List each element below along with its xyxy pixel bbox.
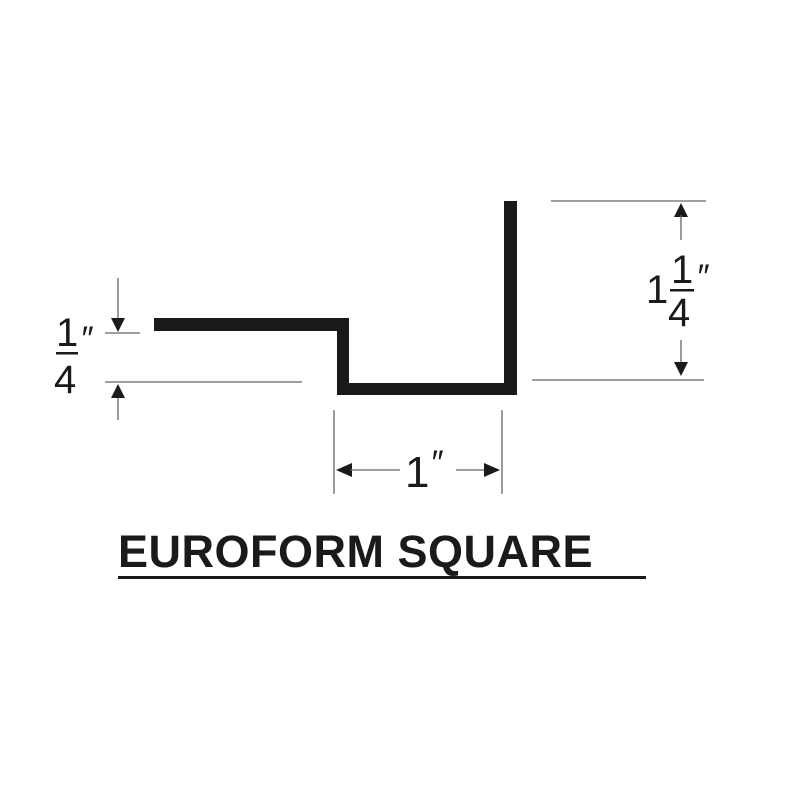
label-overall-height: 1 1 4 ″ — [646, 248, 709, 335]
arrow-left-icon — [336, 463, 352, 477]
overall-height-unit: ″ — [696, 258, 709, 296]
dimension-overall-height — [532, 200, 706, 381]
profile-tall-wall — [504, 201, 517, 395]
overall-height-numerator: 1 — [671, 248, 693, 292]
overall-height-whole: 1 — [646, 268, 668, 312]
step-height-denominator: 4 — [54, 358, 76, 402]
fraction-bar — [670, 289, 694, 292]
arrow-down-icon — [674, 362, 688, 376]
dimension-step-height — [105, 278, 302, 420]
fraction-bar — [56, 352, 78, 355]
arrow-up-icon — [674, 203, 688, 217]
channel-width-unit: ″ — [430, 444, 443, 482]
dimension-channel-width — [333, 410, 503, 494]
overall-height-denominator: 4 — [668, 291, 690, 335]
arrow-down-icon — [111, 318, 125, 332]
profile-top-flange — [154, 318, 349, 331]
profile-step-wall — [337, 318, 349, 395]
arrow-right-icon — [484, 463, 500, 477]
label-step-height: 1 4 ″ — [54, 311, 93, 402]
diagram-title: EUROFORM SQUARE — [118, 526, 594, 577]
step-height-numerator: 1 — [56, 311, 78, 355]
profile-shape — [154, 201, 517, 395]
title-underline — [118, 576, 646, 579]
channel-width-value: 1 — [405, 448, 429, 497]
arrow-up-icon — [111, 384, 125, 398]
label-channel-width: 1 ″ — [405, 444, 443, 497]
step-height-unit: ″ — [80, 320, 93, 358]
profile-channel-bottom — [337, 383, 517, 395]
